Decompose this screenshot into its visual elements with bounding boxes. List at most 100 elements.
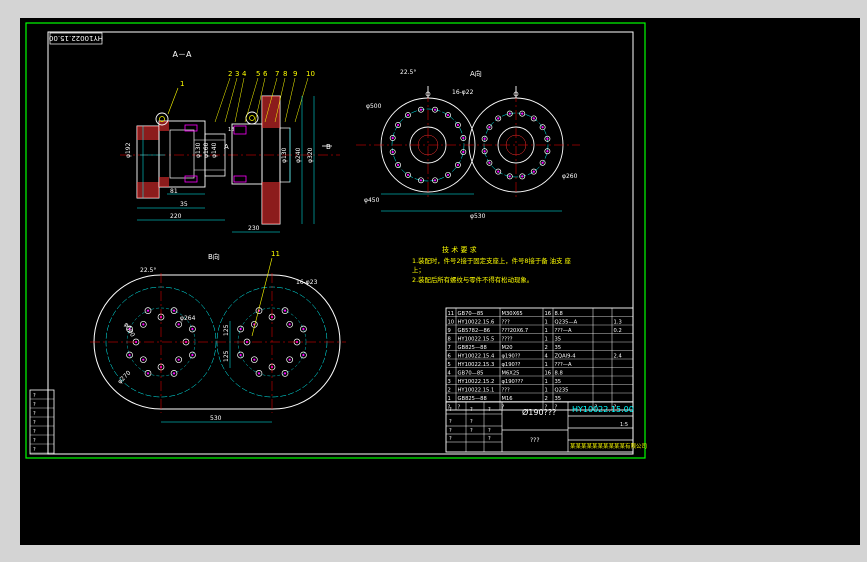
view-b-bolt-center <box>302 327 305 331</box>
title-block-cell: ? <box>449 419 452 425</box>
view-b-bolt-center <box>239 327 242 331</box>
bolt-hole <box>432 177 438 184</box>
view-b-bolt <box>255 370 263 377</box>
view-b-angle: 22.5° <box>140 267 156 274</box>
cad-viewport[interactable]: HY10022.15.00 A－A <box>20 18 860 545</box>
bolt-hole <box>481 148 488 155</box>
bolt-center <box>497 170 500 173</box>
balloon-leader <box>214 77 231 123</box>
balloon-leader <box>224 77 238 123</box>
bolt-center <box>483 137 486 140</box>
bom-cell: 1 <box>545 328 548 334</box>
view-a-span: φ530 <box>470 213 486 220</box>
outer-frame <box>25 22 646 459</box>
bom-cell: M6X25 <box>502 370 520 376</box>
bolt-center <box>497 117 500 120</box>
bom-cell: 2 <box>545 345 548 351</box>
bom-cell: 35 <box>555 396 562 402</box>
dim-left-outer: φ192 <box>125 142 132 158</box>
strip-cell: ? <box>33 420 36 426</box>
bolt-center <box>488 126 491 129</box>
bom-cell: GB70—85 <box>458 311 484 317</box>
bolt-hole <box>519 110 526 117</box>
balloon-leader <box>264 77 278 123</box>
bolt-center <box>546 137 549 140</box>
bom-cell: ZQAl9-4 <box>555 353 577 359</box>
bom-cell: 3 <box>448 379 451 385</box>
strip-cell: ? <box>33 447 36 453</box>
view-b-bolt <box>175 320 183 328</box>
balloon-9: 9 <box>293 70 297 78</box>
tech-req-title: 技 术 要 求 <box>442 245 477 254</box>
bolt-hole <box>481 135 488 142</box>
view-b-bolt <box>250 356 258 364</box>
bolt-center <box>462 136 465 140</box>
bolt-center <box>433 179 437 182</box>
bolt-hole <box>389 149 396 155</box>
bom-cell: M20 <box>502 345 513 351</box>
bolt-hole <box>418 106 424 113</box>
bom-cell: 1 <box>545 319 548 325</box>
strip-cell: ? <box>33 393 36 399</box>
left-flange <box>136 112 226 199</box>
section-label: A－A <box>173 50 192 59</box>
bom-cell: 1 <box>545 336 548 342</box>
scale: 1:5 <box>620 422 628 428</box>
bolt-hole <box>454 122 461 128</box>
balloon-2: 2 <box>228 70 232 78</box>
bom-cell: ??? <box>502 319 511 325</box>
bom-cell: ???20X6.7 <box>502 328 529 334</box>
bom-cell: 10 <box>448 319 455 325</box>
view-b-bolt-center <box>142 323 145 326</box>
bolt-center <box>521 175 524 178</box>
bom-cell: GB5782—86 <box>458 328 491 334</box>
balloon-10: 10 <box>306 70 315 78</box>
title-block-cell: ? <box>488 428 491 434</box>
bom-cell: 9 <box>448 328 451 334</box>
dim-len-35: 35 <box>180 201 188 208</box>
bolt-center <box>462 150 465 154</box>
bolt-hole <box>418 177 424 184</box>
title-block-small-cells: ?????????? <box>449 407 491 442</box>
view-b-bolt-center <box>146 309 150 312</box>
bom-cell: 5 <box>448 362 451 368</box>
dim-right-1: φ130 <box>281 147 288 163</box>
bolt-hole <box>495 115 502 122</box>
view-b-bolt <box>126 325 133 333</box>
title-block-cell: ? <box>488 436 491 442</box>
bolt-hole <box>395 122 402 128</box>
bom-cell: 2 <box>545 396 548 402</box>
title-block-cell: ? <box>449 407 452 413</box>
bom-header-cell: ? <box>448 404 451 410</box>
view-b-bolt <box>286 320 294 328</box>
bom-cell: 2.4 <box>614 353 623 359</box>
bom-cell: GB825—88 <box>458 345 487 351</box>
view-b-label: B向 <box>208 252 220 261</box>
view-a-d450: φ450 <box>364 197 380 204</box>
balloon-leader <box>234 77 245 123</box>
view-b-bolt-center <box>257 372 261 375</box>
view-b-bolt-center <box>128 327 131 331</box>
balloon-leader <box>284 77 296 123</box>
bolt-center <box>488 161 491 164</box>
view-b: B向 22.5° 16-φ23 φ500 φ264 φ270 125 125 5… <box>90 250 346 423</box>
dim-len-220: 220 <box>170 213 182 220</box>
bolt-center <box>419 108 423 111</box>
bolt-center <box>419 179 423 182</box>
bom-header-cell: ? <box>545 404 548 410</box>
tech-requirements: 技 术 要 求 1.装配时，件号2接于固定支座上，件号8接于备 油支 座 上； … <box>412 245 571 284</box>
balloon-3: 3 <box>235 70 239 78</box>
dim-right-2: φ240 <box>295 147 302 163</box>
bom-header-cell: ? <box>614 404 617 410</box>
view-b-bolt <box>189 325 196 333</box>
title-block-cell: ? <box>470 407 473 413</box>
drawing-number-rotated: HY10022.15.00 <box>49 34 103 42</box>
title-block-cell: ? <box>449 428 452 434</box>
balloon-5: 5 <box>256 70 260 78</box>
view-b-bolt-center <box>142 358 145 361</box>
bom-cell: 7 <box>448 345 451 351</box>
strip-cell: ? <box>33 438 36 444</box>
bom-cell: GB825—88 <box>458 396 487 402</box>
view-a-angle: 22.5° <box>400 69 416 76</box>
